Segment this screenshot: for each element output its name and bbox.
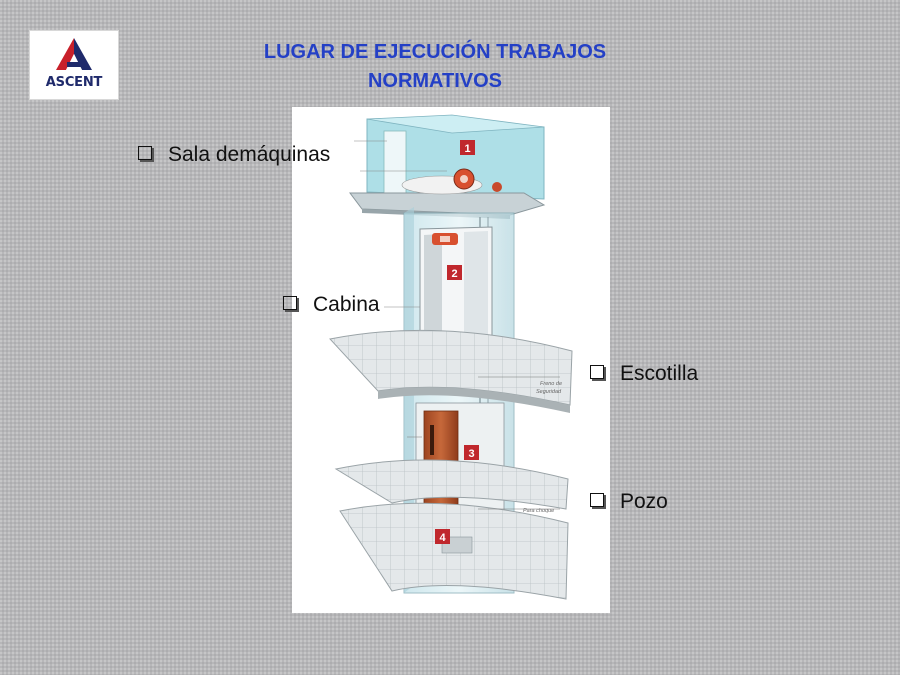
label-text: Pozo (620, 490, 668, 513)
checkbox-bullet-icon (590, 493, 604, 508)
label-text: Sala demáquinas (168, 143, 331, 166)
label-escotilla: Escotilla (590, 361, 698, 387)
checkbox-bullet-icon (138, 146, 152, 161)
marker-4-text: 4 (439, 532, 446, 544)
marker-3: 3 (464, 445, 479, 460)
label-text: Escotilla (620, 362, 699, 385)
marker-2: 2 (447, 265, 462, 280)
buffer-label: Para choque (523, 508, 554, 514)
marker-2-text: 2 (451, 268, 457, 280)
brake-label-line2: Seguridad (536, 389, 562, 395)
label-sala-de-maquinas: Sala demáquinas (138, 142, 330, 168)
marker-3-text: 3 (468, 448, 474, 460)
ascent-logo: ASCENT (29, 30, 119, 100)
floor-slab-middle (334, 459, 569, 510)
checkbox-bullet-icon (283, 296, 297, 311)
page-title-line2: NORMATIVOS (367, 70, 503, 92)
elevator-diagram: Freno de Seguridad Para choque 1 2 3 4 (292, 107, 610, 613)
marker-1: 1 (460, 140, 475, 155)
checkbox-bullet-icon (590, 365, 604, 380)
label-cabina: Cabina (283, 292, 380, 318)
cabin (384, 226, 493, 364)
elevator-illustration: Freno de Seguridad Para choque 1 2 3 4 (329, 114, 573, 600)
floor-slab-lower (339, 502, 569, 600)
ascent-triangle-icon (56, 38, 92, 70)
marker-1-text: 1 (464, 143, 470, 155)
label-text: Cabina (313, 293, 380, 316)
machine-room (349, 114, 546, 219)
label-pozo: Pozo (590, 489, 668, 515)
logo-text: ASCENT (45, 75, 103, 90)
marker-4: 4 (435, 529, 450, 544)
page-title-line1: LUGAR DE EJECUCIÓN TRABAJOS (263, 41, 607, 63)
brake-label-line1: Freno de (540, 381, 562, 387)
floor-slab-upper (329, 329, 573, 413)
